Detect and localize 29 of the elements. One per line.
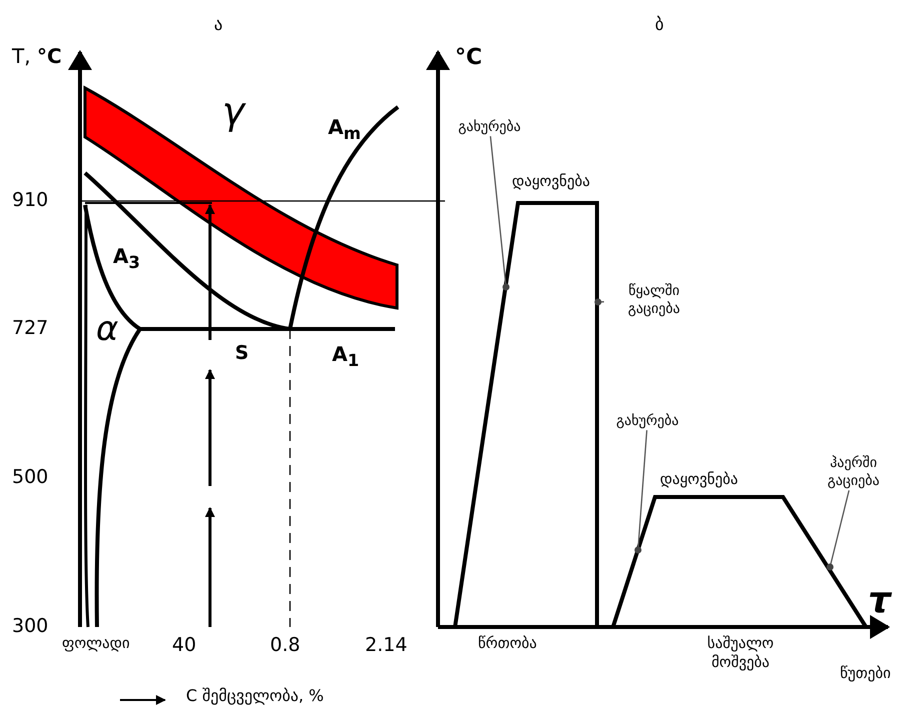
panel-letter: ბ	[655, 15, 664, 36]
tick-label: 2.14	[365, 634, 408, 658]
stage-label: წრთობა	[478, 634, 537, 653]
axis-title: °C	[455, 44, 482, 72]
leader-line	[490, 136, 510, 290]
tick-label: 0.8	[270, 634, 300, 658]
axis-title: T, °C	[12, 44, 62, 69]
tick-label: 500	[12, 466, 48, 490]
axis-title: წუთები	[840, 664, 891, 683]
tick-label: 727	[12, 317, 48, 341]
stage-label: საშუალო მოშვება	[706, 634, 775, 672]
phase-line-label: A$_{1}$	[332, 342, 360, 372]
stage-label: დაყოვნება	[512, 172, 590, 191]
axis-symbol: τ	[868, 579, 891, 623]
leader-line	[594, 298, 604, 306]
tick-label: 910	[12, 189, 48, 213]
leader-line	[634, 430, 648, 554]
stage-label: დაყოვნება	[660, 470, 738, 489]
phase-symbol: γ	[222, 88, 244, 135]
axis-title: C შემცველობა, %	[186, 686, 324, 706]
point-label: S	[235, 342, 249, 366]
tick-label: 300	[12, 615, 48, 639]
leader-line	[826, 490, 850, 570]
phase-symbol: α	[96, 308, 118, 350]
axis-label: ფოლადი	[62, 634, 130, 653]
phase-line-label: A$_{m}$	[328, 115, 361, 145]
tick-label: 40	[172, 634, 196, 658]
panel-letter: ა	[214, 15, 223, 36]
phase-line-label: A$_{3}$	[113, 244, 140, 274]
